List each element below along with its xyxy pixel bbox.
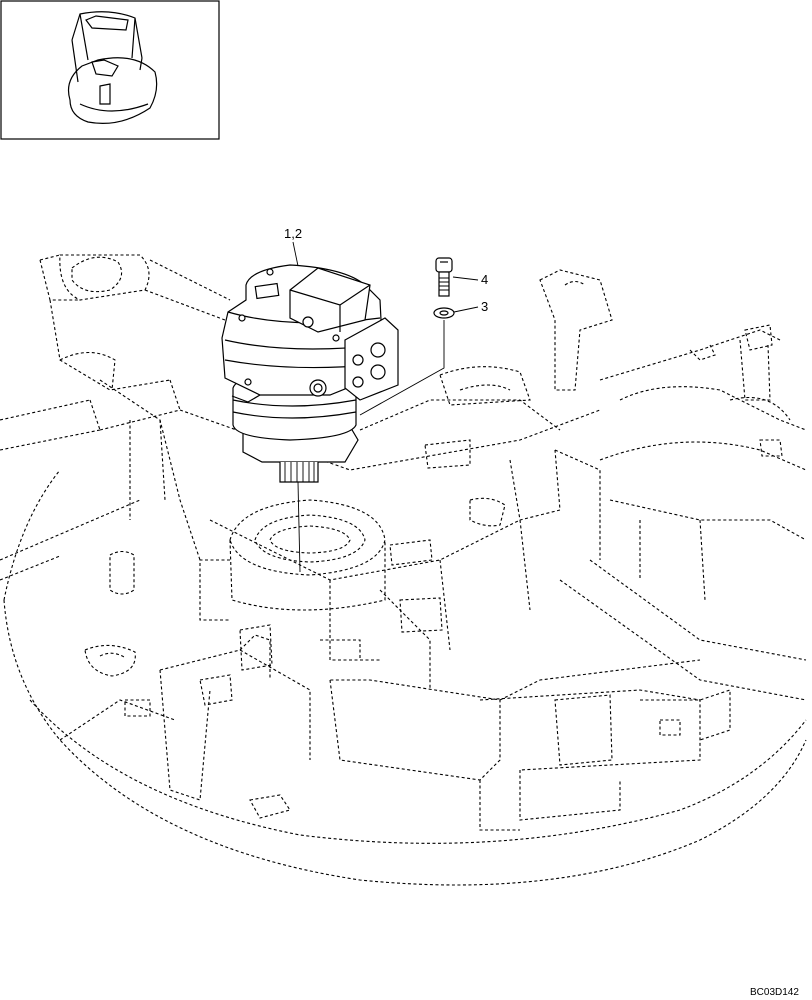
callout-washer: 3 (481, 299, 488, 314)
callout-bolt: 4 (481, 272, 488, 287)
washer (433, 307, 455, 319)
swing-motor-assembly (221, 264, 399, 483)
drawing-code: BC03D142 (750, 987, 799, 998)
locator-inset (0, 0, 220, 140)
callout-motor: 1,2 (284, 226, 302, 241)
mounting-bolt (435, 257, 453, 297)
excavator-cab-icon (67, 11, 158, 124)
upper-frame-dashed-outline (0, 254, 807, 886)
assembly-leader-lines (292, 241, 479, 573)
